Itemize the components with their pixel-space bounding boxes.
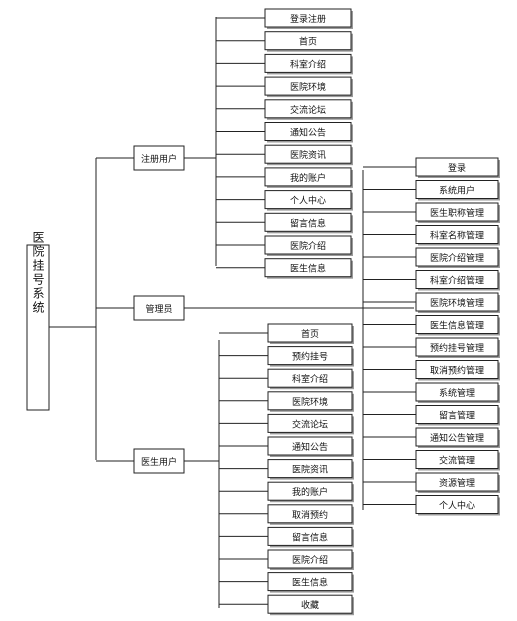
registered-user-item: 交流论坛 — [264, 99, 353, 120]
registered-user-item: 医院资讯 — [264, 144, 353, 166]
doctor-user-item: 预约挂号 — [267, 346, 354, 367]
registered-user-item: 个人中心 — [264, 190, 353, 211]
admin-item-label: 科室介绍管理 — [430, 275, 484, 287]
admin-item-label: 取消预约管理 — [430, 365, 484, 377]
doctor-user-item: 医院介绍 — [267, 549, 354, 570]
doctor-user-item-label: 交流论坛 — [292, 418, 328, 430]
doctor-user-item-label: 预约挂号 — [292, 351, 328, 363]
admin-item: 系统用户 — [415, 180, 500, 201]
admin-item: 科室介绍管理 — [415, 270, 500, 291]
registered-user-item-label: 我的账户 — [290, 172, 326, 184]
doctor-user-item-label: 我的账户 — [292, 486, 328, 498]
registered-user-item-label: 首页 — [299, 36, 317, 48]
admin-item: 取消预约管理 — [415, 360, 500, 381]
doctor-user-item-label: 医生信息 — [292, 577, 328, 589]
admin-item-label: 通知公告管理 — [430, 432, 484, 444]
role-registered-user-label: 注册用户 — [141, 153, 177, 165]
registered-user-item-label: 医院资讯 — [290, 149, 326, 161]
admin-item-label: 交流管理 — [439, 455, 475, 467]
doctor-user-item: 首页 — [267, 323, 354, 344]
admin-item: 医院环境管理 — [415, 292, 500, 313]
doctor-user-item-label: 医院环境 — [292, 396, 328, 408]
doctor-user-item: 交流论坛 — [267, 413, 354, 435]
admin-item: 留言管理 — [415, 405, 500, 426]
admin-item-label: 资源管理 — [439, 477, 475, 489]
registered-user-item-label: 交流论坛 — [290, 104, 326, 116]
doctor-user-item: 医院资讯 — [267, 459, 354, 480]
registered-user-item-label: 医生信息 — [290, 263, 326, 275]
doctor-user-item-label: 通知公告 — [292, 441, 328, 453]
admin-item: 医院介绍管理 — [415, 247, 500, 268]
admin-item-label: 系统管理 — [439, 387, 475, 399]
admin-item-label: 医院环境管理 — [430, 297, 484, 309]
admin-item: 预约挂号管理 — [415, 337, 500, 358]
admin-item-label: 科室名称管理 — [430, 230, 484, 242]
registered-user-item: 留言信息 — [264, 212, 353, 234]
admin-item-label: 个人中心 — [439, 500, 475, 512]
registered-user-item-label: 通知公告 — [290, 127, 326, 139]
registered-user-item-label: 科室介绍 — [290, 58, 326, 70]
admin-item: 个人中心 — [415, 495, 500, 516]
registered-user-item-label: 医院环境 — [290, 81, 326, 93]
admin-item-label: 系统用户 — [439, 185, 475, 197]
doctor-user-item-label: 首页 — [301, 328, 319, 340]
doctor-user-item: 通知公告 — [267, 436, 354, 457]
role-admin-label: 管理员 — [145, 303, 172, 315]
admin-item-label: 登录 — [448, 163, 466, 174]
doctor-user-item-label: 科室介绍 — [292, 373, 328, 385]
admin-item: 资源管理 — [415, 472, 500, 493]
role-doctor-user: 医生用户 — [133, 448, 185, 474]
admin-item-label: 医生信息管理 — [430, 320, 484, 332]
registered-user-item: 通知公告 — [264, 122, 353, 143]
role-doctor-user-label: 医生用户 — [141, 456, 177, 468]
registered-user-item-label: 个人中心 — [290, 195, 326, 207]
root-node-label: 医院挂号系统 — [31, 231, 45, 315]
registered-user-item: 医院介绍 — [264, 235, 353, 256]
doctor-user-item-label: 医院资讯 — [292, 464, 328, 476]
registered-user-item: 首页 — [264, 31, 353, 52]
doctor-user-item: 科室介绍 — [267, 368, 354, 390]
role-admin: 管理员 — [133, 295, 185, 321]
admin-item-label: 留言管理 — [439, 410, 475, 422]
registered-user-item-label: 登录注册 — [290, 13, 326, 25]
admin-item: 医生职称管理 — [415, 202, 500, 223]
admin-item: 系统管理 — [415, 382, 500, 403]
registered-user-item: 科室介绍 — [264, 53, 353, 75]
root-node: 医院挂号系统 — [26, 231, 50, 411]
doctor-user-item: 留言信息 — [267, 526, 354, 548]
registered-user-item: 医院环境 — [264, 76, 353, 98]
registered-user-item: 我的账户 — [264, 167, 353, 188]
doctor-user-item-label: 医院介绍 — [292, 554, 328, 566]
admin-item: 登录 — [415, 157, 500, 178]
admin-item: 科室名称管理 — [415, 225, 500, 246]
doctor-user-item-label: 取消预约 — [292, 509, 328, 521]
registered-user-item: 登录注册 — [264, 8, 353, 29]
registered-user-item-label: 留言信息 — [290, 217, 326, 229]
admin-item: 通知公告管理 — [415, 427, 500, 448]
doctor-user-item-label: 留言信息 — [292, 531, 328, 543]
admin-item: 交流管理 — [415, 450, 500, 471]
doctor-user-item: 医院环境 — [267, 391, 354, 412]
registered-user-item: 医生信息 — [264, 258, 353, 279]
registered-user-item-label: 医院介绍 — [290, 240, 326, 252]
admin-item-label: 预约挂号管理 — [430, 342, 484, 354]
doctor-user-item-label: 收藏 — [301, 599, 319, 611]
doctor-user-item: 我的账户 — [267, 481, 354, 503]
doctor-user-item: 取消预约 — [267, 504, 354, 525]
admin-item-label: 医院介绍管理 — [430, 252, 484, 264]
doctor-user-item: 收藏 — [267, 594, 354, 616]
doctor-user-item: 医生信息 — [267, 572, 354, 593]
role-registered-user: 注册用户 — [133, 145, 185, 171]
admin-item-label: 医生职称管理 — [430, 207, 484, 219]
admin-item: 医生信息管理 — [415, 315, 500, 336]
